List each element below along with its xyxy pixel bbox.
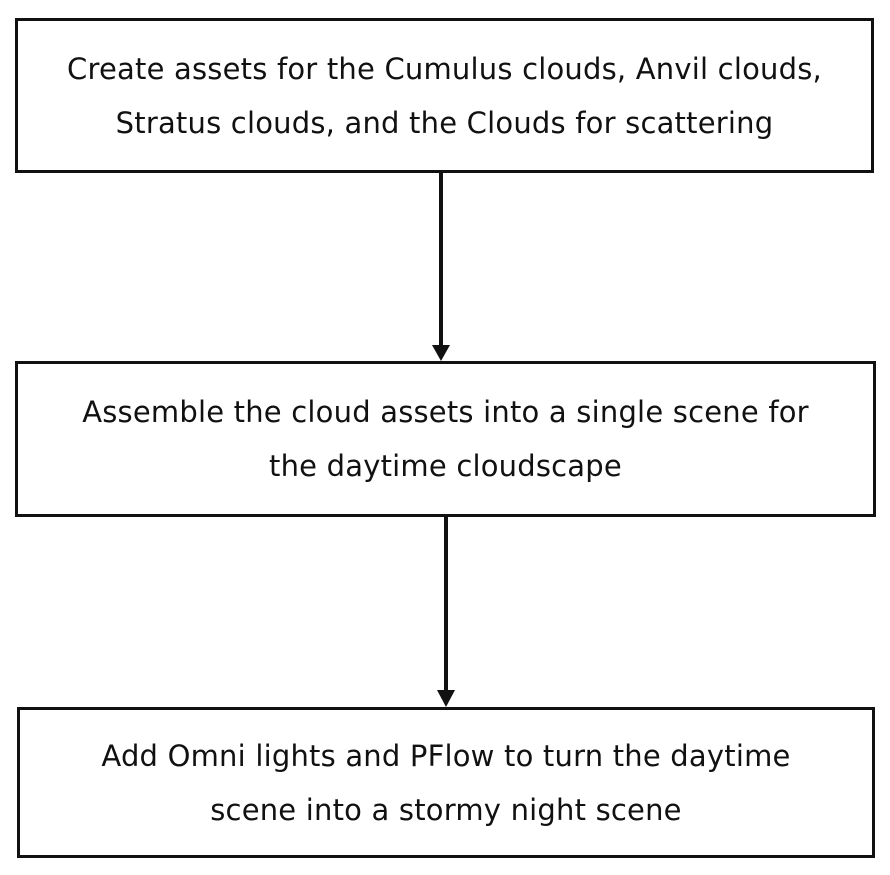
arrowhead-icon — [437, 690, 455, 707]
step-label: Assemble the cloud assets into a single … — [82, 385, 809, 493]
step-label-line: the daytime cloudscape — [269, 449, 622, 483]
step-label: Create assets for the Cumulus clouds, An… — [67, 42, 822, 150]
step-box-add-lights: Add Omni lights and PFlow to turn the da… — [17, 707, 875, 858]
step-label-line: Create assets for the Cumulus clouds, An… — [67, 51, 822, 86]
step-label-line: Assemble the cloud assets into a single … — [82, 395, 809, 429]
arrow-step1-to-step2 — [432, 173, 450, 361]
arrow-step2-to-step3 — [437, 517, 455, 707]
step-label-line: scene into a stormy night scene — [210, 792, 682, 827]
step-box-assemble-scene: Assemble the cloud assets into a single … — [15, 361, 876, 517]
arrowhead-icon — [432, 345, 450, 361]
step-label: Add Omni lights and PFlow to turn the da… — [101, 729, 790, 837]
step-label-line: Stratus clouds, and the Clouds for scatt… — [115, 105, 774, 140]
step-label-line: Add Omni lights and PFlow to turn the da… — [101, 738, 791, 773]
step-box-create-assets: Create assets for the Cumulus clouds, An… — [15, 18, 874, 173]
